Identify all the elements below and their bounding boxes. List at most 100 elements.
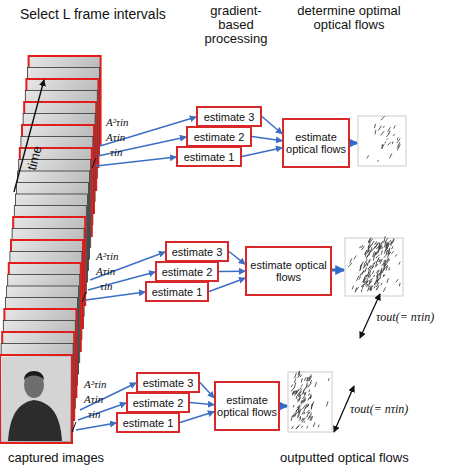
flow-vector <box>395 254 396 256</box>
flow-vector <box>307 385 309 387</box>
flow-estimation-box: estimate optical flows <box>282 118 350 168</box>
flow-vector <box>374 246 376 248</box>
flow-vector <box>376 273 380 277</box>
flow-vector <box>397 142 400 147</box>
flow-vector <box>388 267 390 270</box>
box-text: estimate 2 <box>162 266 213 278</box>
box-text: estimate optical flows <box>217 394 277 418</box>
estimate-box: estimate 3 <box>196 106 262 127</box>
flow-vector <box>375 280 377 285</box>
flow-vector <box>301 378 303 382</box>
flow-vector <box>303 412 305 414</box>
interval-label: A²τin <box>106 116 129 128</box>
estimate-box: estimate 1 <box>116 412 180 433</box>
flow-vector <box>381 283 383 286</box>
flow-vector <box>393 134 395 136</box>
flow-vector <box>359 274 361 277</box>
flow-vector <box>376 285 378 289</box>
flow-vector <box>296 389 299 394</box>
flow-vector <box>361 261 363 265</box>
interval-label: τout(= nτin) <box>376 310 434 325</box>
flow-vector <box>352 286 353 290</box>
flow-vector <box>361 284 364 287</box>
flow-vector <box>378 255 380 257</box>
flow-vector <box>303 399 306 403</box>
flow-vector <box>371 287 373 291</box>
flow-vector <box>365 259 367 263</box>
flow-vector <box>301 400 302 403</box>
person-body <box>8 400 62 441</box>
flow-vector <box>369 281 372 284</box>
flow-estimation-box: estimate optical flows <box>245 246 332 296</box>
flow-vector <box>308 383 312 387</box>
flow-vector <box>304 392 306 395</box>
flow-vector <box>297 415 299 419</box>
flow-vector <box>380 246 381 249</box>
person-head <box>24 372 44 398</box>
flow-vector <box>308 397 309 400</box>
flow-vector <box>293 415 294 417</box>
flow-vector <box>382 269 384 273</box>
flow-vector <box>300 394 301 396</box>
flow-image <box>358 116 406 166</box>
interval-label: A²τin <box>84 378 107 390</box>
box-text: estimate 1 <box>123 417 174 429</box>
interval-tick <box>82 292 86 302</box>
caption-label: Select L frame intervals <box>20 6 166 22</box>
flow-vector <box>385 260 386 264</box>
video-frame <box>0 355 72 443</box>
flow-vector <box>370 278 373 283</box>
flow-vector <box>386 133 389 137</box>
flow-vector <box>384 254 388 258</box>
flow-vector <box>291 384 293 387</box>
flow-vector <box>305 392 306 396</box>
caption-label: determine optimal optical flows <box>290 4 408 32</box>
flow-vector <box>376 270 379 273</box>
estimate-box: estimate 2 <box>155 261 219 282</box>
flow-vector <box>293 413 295 417</box>
flow-vector <box>386 242 388 246</box>
flow-vector <box>299 409 301 412</box>
flow-vector <box>374 286 376 289</box>
estimate-box: estimate 3 <box>136 372 200 393</box>
flow-vector <box>378 259 380 262</box>
input-arrow <box>100 117 196 146</box>
input-arrow <box>86 292 145 300</box>
box-text: estimate 2 <box>133 397 184 409</box>
flow-vector <box>307 404 309 408</box>
flow-vector <box>361 289 363 292</box>
interval-label: Aτin <box>106 131 125 143</box>
flow-vector <box>296 410 298 414</box>
flow-vector <box>302 418 306 423</box>
flow-vector <box>350 258 352 263</box>
flow-vector <box>365 267 366 272</box>
flow-vector <box>294 390 296 394</box>
flow-vector <box>294 382 295 387</box>
flow-connector <box>200 383 214 398</box>
interval-label: A²τin <box>96 250 119 262</box>
interval-ticks <box>72 158 96 432</box>
flow-vector <box>387 278 389 283</box>
flow-vector <box>381 250 382 254</box>
flow-vector <box>293 405 294 407</box>
caption-label: outputted optical flows <box>280 450 409 465</box>
flow-vector <box>383 267 384 269</box>
flow-vector <box>311 404 312 410</box>
output-arrow <box>350 142 357 145</box>
box-text: estimate 3 <box>172 246 223 258</box>
flow-vector <box>363 265 366 269</box>
flow-vector <box>384 263 387 267</box>
flow-image <box>345 238 403 296</box>
flow-vector <box>381 263 384 266</box>
flow-vector <box>300 387 302 389</box>
flow-vector <box>381 131 385 135</box>
time-arrow <box>14 80 44 192</box>
flow-vector <box>372 241 374 245</box>
flow-vector <box>369 251 370 256</box>
flow-vector <box>369 237 371 243</box>
flow-vector <box>381 271 383 274</box>
flow-vector <box>388 259 390 261</box>
